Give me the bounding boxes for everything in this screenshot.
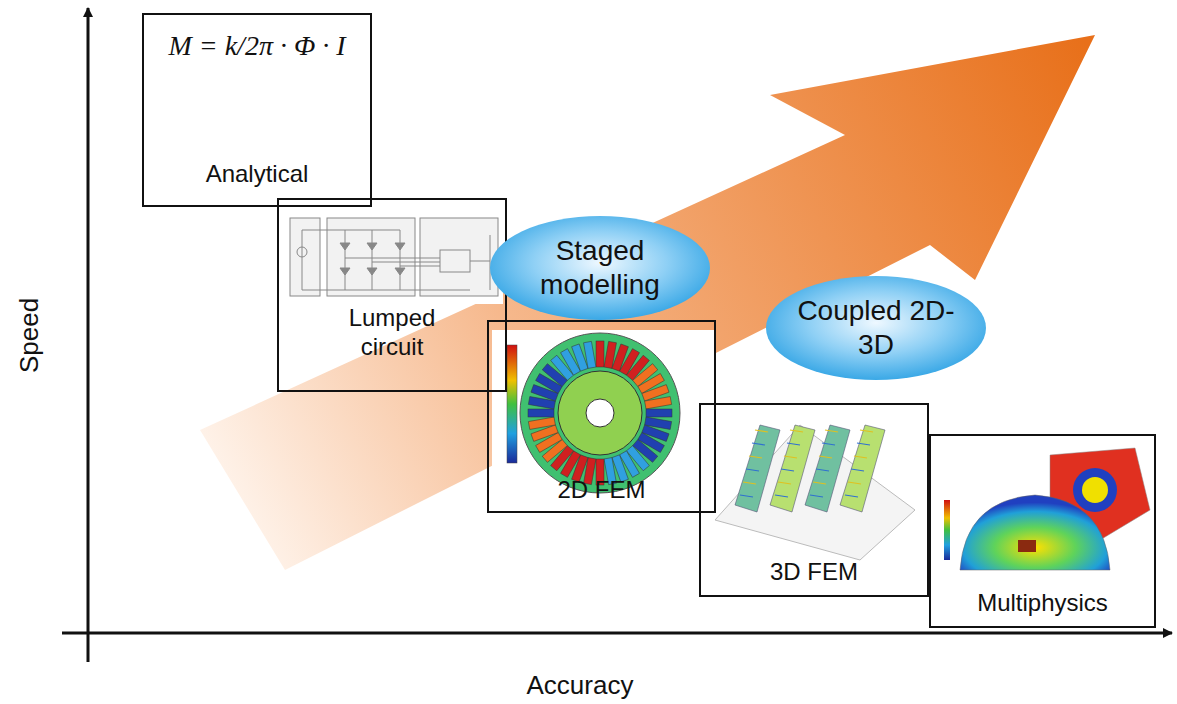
method-ellipse: Staged modelling	[490, 216, 710, 320]
method-box: 3D FEM	[699, 403, 929, 597]
accuracy-axis	[62, 632, 1172, 635]
formula: M = k/2π · Φ · I	[168, 29, 345, 63]
method-label: Staged modelling	[520, 234, 680, 301]
method-box: 2D FEM	[487, 320, 716, 513]
circuit-picture	[285, 212, 503, 304]
ellipse-shape	[766, 276, 986, 380]
axis-label: Speed	[15, 297, 46, 372]
method-label: Analytical	[206, 160, 309, 189]
multiphysics-picture	[937, 444, 1150, 574]
method-ellipse: Coupled 2D-3D	[766, 276, 986, 380]
method-box: Lumped circuit	[277, 198, 507, 392]
method-label: 2D FEM	[557, 476, 645, 505]
method-label: Coupled 2D-3D	[796, 294, 956, 361]
axis-label: Accuracy	[527, 670, 634, 701]
motor-picture	[492, 330, 714, 493]
fem3d-picture	[715, 425, 915, 560]
speed-axis	[87, 8, 90, 662]
method-label: Multiphysics	[977, 589, 1108, 618]
method-box: Multiphysics	[929, 434, 1156, 628]
method-label: Lumped circuit	[332, 304, 452, 362]
method-label: 3D FEM	[770, 558, 858, 587]
ellipse-shape	[490, 216, 710, 320]
method-box: M = k/2π · Φ · I Analytical	[142, 13, 372, 207]
